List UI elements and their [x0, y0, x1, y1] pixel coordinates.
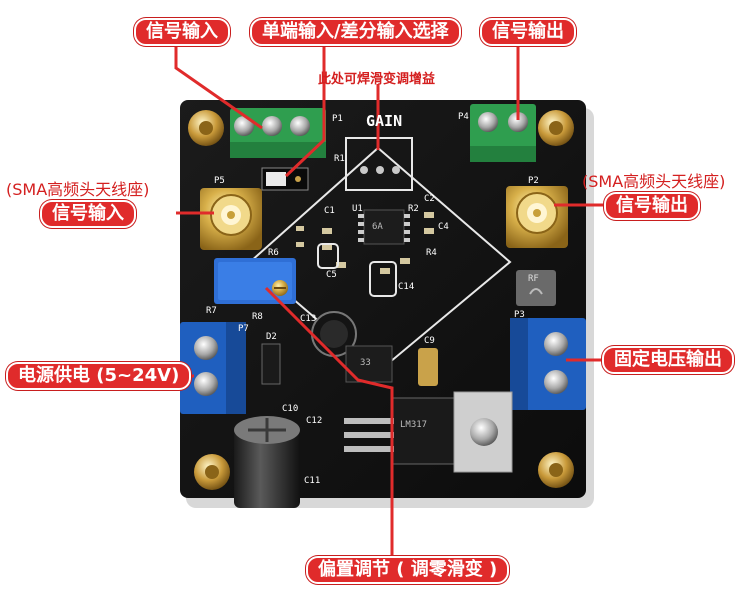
mounting-nut-top-right: [538, 110, 574, 146]
silk-c14: C14: [398, 282, 415, 292]
label-fixed-voltage-output: 固定电压输出: [602, 346, 734, 374]
silk-r2: R2: [408, 204, 419, 214]
chip-u1-marking: 6A: [372, 222, 383, 232]
terminal-block-power: [180, 322, 246, 414]
silk-p4: P4: [458, 112, 469, 122]
silk-p5: P5: [214, 176, 225, 186]
mounting-nut-bottom-left: [194, 454, 230, 490]
silk-c2: C2: [424, 194, 435, 204]
bias-trimpot: [214, 258, 296, 304]
silk-rf: RF: [528, 274, 539, 284]
silk-p7: P7: [238, 324, 249, 334]
silk-c4: C4: [438, 222, 449, 232]
voltage-regulator: [344, 391, 513, 473]
silk-c12: C12: [306, 416, 323, 426]
silk-c11: C11: [304, 476, 321, 486]
smd-capacitor-pads: [317, 243, 397, 297]
label-bias-adjust: 偏置调节 ( 调零滑变 ): [306, 556, 510, 584]
jumper-header: [261, 167, 309, 191]
chip-u2-marking: 33: [360, 358, 371, 368]
silk-r7: R7: [206, 306, 217, 316]
regulator-marking: LM317: [400, 420, 428, 430]
silk-u1: U1: [352, 204, 363, 214]
label-sma-left: (SMA高频头天线座): [6, 180, 150, 199]
terminal-block-signal-input: [230, 108, 326, 158]
sma-connector-right: [506, 186, 568, 248]
silk-gain: GAIN: [366, 112, 403, 130]
silk-r1: R1: [334, 154, 345, 164]
mounting-nut-bottom-right: [538, 452, 574, 488]
tantalum-capacitor: [418, 348, 438, 386]
silk-c10: C10: [282, 404, 299, 414]
electrolytic-capacitor-large: [234, 416, 300, 508]
smd-components: [296, 212, 434, 274]
silk-c1: C1: [324, 206, 335, 216]
silk-r6: R6: [268, 248, 279, 258]
terminal-block-signal-output: [470, 104, 536, 162]
label-sma-right: (SMA高频头天线座): [582, 172, 726, 191]
opamp-chip-u1: [358, 209, 410, 245]
silk-c13: C13: [300, 314, 317, 324]
sma-connector-left: [200, 188, 262, 250]
silk-p1: P1: [332, 114, 343, 124]
silk-c9: C9: [424, 336, 435, 346]
annotation-lines: [170, 44, 604, 556]
silk-r8: R8: [252, 312, 263, 322]
label-gain-note: 此处可焊滑变调增益: [318, 72, 436, 87]
terminal-block-fixed-output: [510, 318, 586, 410]
silk-r4: R4: [426, 248, 437, 258]
silk-p3: P3: [514, 310, 525, 320]
label-signal-input-left: 信号输入: [40, 200, 136, 228]
label-power-supply: 电源供电 (5~24V): [6, 362, 192, 390]
label-signal-output-right: 信号输出: [604, 192, 700, 220]
label-single-diff-select: 单端输入/差分输入选择: [250, 18, 461, 46]
diode-d2: [261, 343, 281, 385]
rf-module: [516, 270, 556, 306]
label-signal-output-top: 信号输出: [480, 18, 576, 46]
silk-c5: C5: [326, 270, 337, 280]
mounting-nut-top-left: [188, 110, 224, 146]
silk-d2: D2: [266, 332, 277, 342]
label-signal-input-top: 信号输入: [134, 18, 230, 46]
silk-p2: P2: [528, 176, 539, 186]
